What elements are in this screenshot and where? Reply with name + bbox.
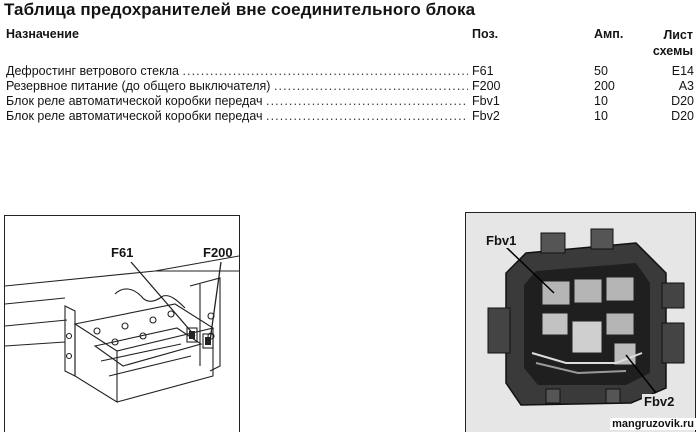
callout-label-f61: F61 <box>111 245 134 260</box>
callout-label-fbv2: Fbv2 <box>642 394 677 409</box>
row-sheet: D20 <box>671 109 694 123</box>
table-row: Резервное питание (до общего выключателя… <box>6 79 694 94</box>
row-name: Дефростинг ветрового стекла <box>6 64 179 78</box>
row-position: Fbv1 <box>472 94 500 108</box>
leader-dots: ........................................… <box>266 109 468 123</box>
row-amperage: 50 <box>594 64 608 78</box>
table-row: Дефростинг ветрового стекла ............… <box>6 64 694 79</box>
row-name: Блок реле автоматической коробки передач <box>6 94 263 108</box>
fuse-holder-drawing <box>5 255 239 403</box>
table-row: Блок реле автоматической коробки передач… <box>6 109 694 124</box>
callout-label-f200: F200 <box>203 245 233 260</box>
column-header-sheet-line2: схемы <box>652 44 693 58</box>
row-amperage: 10 <box>594 109 608 123</box>
leader-dots: ........................................… <box>182 64 468 78</box>
row-sheet: D20 <box>671 94 694 108</box>
fuse-table: Дефростинг ветрового стекла ............… <box>6 64 694 124</box>
leader-dots: ........................................… <box>266 94 468 108</box>
row-amperage: 10 <box>594 94 608 108</box>
table-row: Блок реле автоматической коробки передач… <box>6 94 694 109</box>
row-position: F200 <box>472 79 501 93</box>
figure-fuse-location-left: F61 F200 <box>4 215 240 432</box>
watermark: mangruzovik.ru <box>610 418 696 430</box>
column-header-position: Поз. <box>472 27 499 41</box>
leader-dots: ........................................… <box>273 79 468 93</box>
row-position: Fbv2 <box>472 109 500 123</box>
column-header-amperage: Амп. <box>594 27 624 41</box>
row-sheet: E14 <box>671 64 694 78</box>
column-header-sheet: Лист схемы <box>653 27 693 59</box>
row-amperage: 200 <box>594 79 615 93</box>
row-name: Резервное питание (до общего выключателя… <box>6 79 271 93</box>
callout-label-fbv1: Fbv1 <box>484 233 519 248</box>
row-position: F61 <box>472 64 494 78</box>
page-title: Таблица предохранителей вне соединительн… <box>4 0 476 19</box>
row-sheet: A3 <box>678 79 694 93</box>
column-header-sheet-line1: Лист <box>663 28 693 42</box>
row-name: Блок реле автоматической коробки передач <box>6 109 263 123</box>
figure-relay-box-right: Fbv1 Fbv2 <box>465 212 696 432</box>
column-header-name: Назначение <box>6 27 79 41</box>
